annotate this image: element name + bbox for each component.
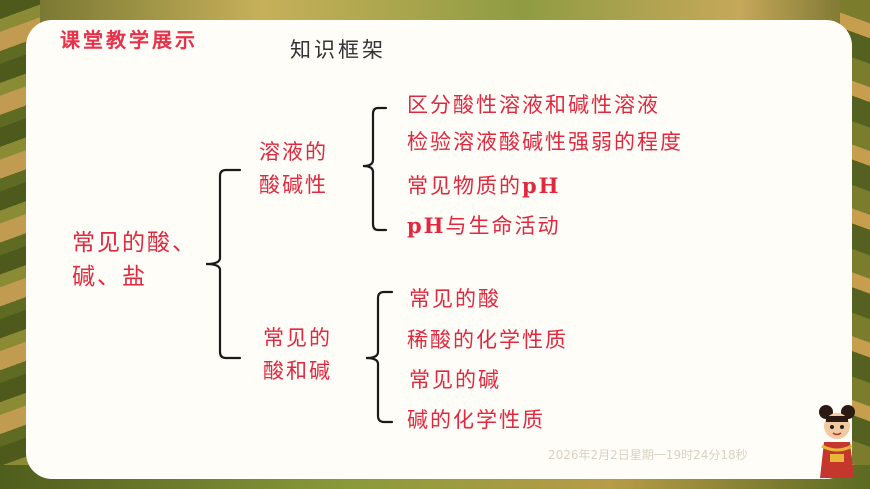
frame-title: 知识框架 <box>290 38 386 62</box>
branch1-leaf: 常见物质的pH <box>407 173 561 198</box>
branch1-leaf: 检验溶液酸碱性强弱的程度 <box>407 130 683 154</box>
branch1-bracket <box>362 106 388 232</box>
branch2-bracket <box>365 290 394 424</box>
root-node: 常见的酸、 碱、盐 <box>72 226 197 294</box>
branch1-node: 溶液的 酸碱性 <box>259 136 328 202</box>
branch2-label-line2: 酸和碱 <box>263 359 332 383</box>
root-label-line2: 碱、盐 <box>72 264 147 290</box>
branch2-leaf: 常见的酸 <box>409 287 501 311</box>
branch2-label-line1: 常见的 <box>263 326 332 350</box>
branch1-leaf: 区分酸性溶液和碱性溶液 <box>407 93 660 117</box>
branch2-leaf: 常见的碱 <box>409 368 501 392</box>
branch1-label-line2: 酸碱性 <box>259 173 328 197</box>
section-title: 课堂教学展示 <box>60 28 198 52</box>
branch1-label-line1: 溶液的 <box>259 140 328 164</box>
mascot-character-icon <box>819 405 855 478</box>
branch2-node: 常见的 酸和碱 <box>263 322 332 388</box>
root-label-line1: 常见的酸、 <box>72 230 197 256</box>
branch2-leaf: 碱的化学性质 <box>407 408 545 432</box>
branch2-leaf: 稀酸的化学性质 <box>407 328 568 352</box>
branch1-leaf: pH与生命活动 <box>407 213 561 238</box>
content-card <box>26 20 852 479</box>
root-bracket <box>205 168 242 360</box>
timestamp: 2026年2月2日星期一19时24分18秒 <box>548 448 748 462</box>
